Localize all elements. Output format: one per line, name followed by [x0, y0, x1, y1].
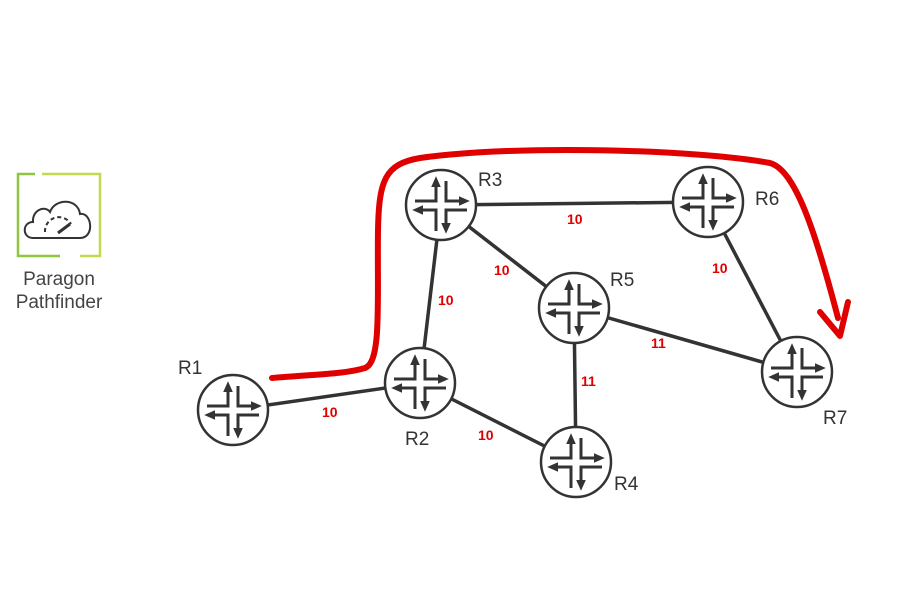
router-icon-r6[interactable]: [673, 167, 743, 237]
router-icon-r5[interactable]: [539, 273, 609, 343]
metric-r2-r3: 10: [438, 292, 454, 308]
metric-r5-r4: 11: [581, 373, 596, 389]
router-label-r1: R1: [178, 358, 202, 379]
router-label-r2: R2: [405, 429, 429, 450]
logo-label: Paragon Pathfinder: [0, 268, 118, 314]
links: [232, 200, 799, 464]
metric-r1-r2: 10: [322, 404, 338, 420]
path-arrowhead-icon: [817, 299, 851, 339]
router-label-r7: R7: [823, 408, 847, 429]
cloud-gauge-icon: [23, 200, 92, 239]
router-label-r6: R6: [755, 189, 779, 210]
logo-label-line2: Pathfinder: [15, 292, 103, 313]
router-icon-r3[interactable]: [406, 170, 476, 240]
router-icon-r1[interactable]: [198, 375, 268, 445]
link-r3-r6: [440, 200, 709, 207]
link-r5-r7: [573, 306, 798, 374]
router-label-r5: R5: [610, 270, 634, 291]
metric-r6-r7: 10: [712, 260, 728, 276]
metric-r3-r5: 10: [494, 262, 510, 278]
metric-r2-r4: 10: [478, 427, 494, 443]
router-label-r4: R4: [614, 474, 639, 495]
metric-r5-r7: 11: [651, 335, 666, 351]
router-icon-r7[interactable]: [762, 337, 832, 407]
router-label-r3: R3: [478, 170, 502, 191]
logo-label-line1: Paragon: [23, 269, 95, 290]
router-icon-r4[interactable]: [541, 427, 611, 497]
router-icon-r2[interactable]: [385, 348, 455, 418]
paragon-pathfinder-logo: [16, 172, 102, 258]
metric-r3-r6: 10: [567, 211, 583, 227]
computed-path: [269, 146, 851, 381]
